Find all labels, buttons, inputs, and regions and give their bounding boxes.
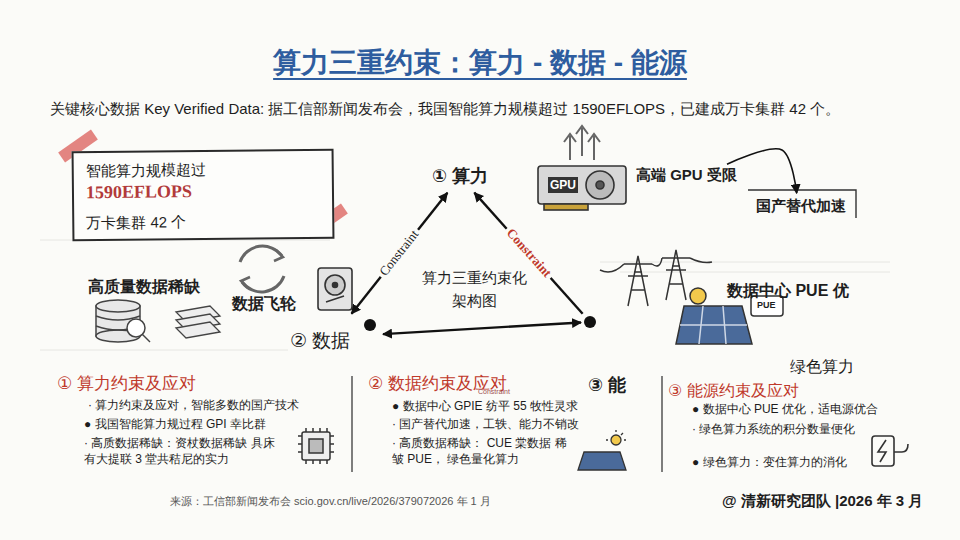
node-text: 高端 GPU 受限: [636, 165, 737, 185]
vertex-data: ② 数据: [286, 316, 380, 358]
paper-lines: [40, 240, 890, 350]
bullet-text: · 高质数据稀缺：资杖数据稀缺 具床有大提联 3 堂共秸尼的实力: [84, 435, 280, 467]
database-icon: [96, 300, 150, 342]
small-note: Constraint: [478, 387, 510, 396]
column-divider: [351, 376, 353, 472]
bullet-text: ● 数据中心 PUE 优化，适电源优合: [692, 401, 907, 417]
up-arrows: [564, 126, 600, 160]
constraint-note: 高端 GPU 受限: [634, 165, 739, 185]
bullet-text: · 算力约束及应对，智能多数的国产技术: [88, 397, 346, 413]
solar-icon: [578, 430, 626, 470]
credit-note: @ 清新研究团队 |2026 年 3 月: [722, 484, 927, 517]
chip-icon: [298, 428, 334, 464]
power-tower: [600, 250, 712, 306]
pue-label: 数据中心 PUE 优: [727, 280, 849, 302]
vertex-energy: ③ 能: [584, 316, 596, 328]
node-text: 国产替代加速: [756, 196, 846, 216]
bullet-text: ● 绿色算力：变住算力的消化: [692, 454, 867, 470]
data-scarcity-label: 高质量数据稀缺: [88, 276, 200, 298]
gpu-card: [538, 166, 626, 210]
column-divider: [661, 376, 663, 472]
key-data-note: 关键核心数据 Key Verified Data: 据工信部新闻发布会，我国智能…: [50, 99, 920, 119]
node-text: ② 数据: [288, 329, 352, 354]
vertex-dot: [364, 319, 376, 331]
node-text: ③ 能: [586, 374, 628, 397]
paper-stack: [176, 306, 220, 338]
bullet-text: · 高质数据稀缺： CUE 棠数据 稀皱 PUE， 绿色量化算力: [392, 435, 570, 467]
bracket-frame: [748, 190, 856, 218]
connector: [352, 193, 448, 314]
flywheel-label: 数据飞轮: [232, 293, 296, 315]
bullet-text: · 国产替代加速，工轶、能力不销改: [392, 416, 582, 432]
bullet-text: ● 数据中心 GPIE 纺平 55 牧性灵求: [392, 398, 582, 414]
flywheel-arrows: [240, 246, 284, 292]
center-caption: 算力三重约束化 架构图: [418, 266, 530, 313]
bullet-text: ● 我国智能算力规过程 GPI 幸比群: [84, 416, 346, 432]
stat-box: 智能算力规模超过1590EFLOPS 万卡集群 42 个: [72, 149, 335, 241]
source-note: 来源：工信部新闻发布会 scio.gov.cn/live/2026/379072…: [170, 494, 510, 509]
column-heading: ③ 能源约束及应对: [668, 380, 799, 402]
node-text: 1590EFLOPS: [86, 179, 320, 205]
bullet-text: · 绿色算力系统的积分数量便化: [692, 421, 907, 437]
plug-icon: [872, 436, 908, 466]
icon-text: PUE: [755, 299, 778, 311]
response-note: 国产替代加速: [754, 196, 848, 216]
node-text: 万卡集群 42 个: [86, 208, 320, 234]
edge-label: Constraint: [374, 225, 424, 282]
connector: [727, 149, 797, 193]
column-heading: ① 算力约束及应对: [57, 373, 196, 396]
node-text: 智能算力规模超过: [86, 159, 320, 182]
node-text: ① 算力: [432, 165, 488, 188]
hard-disk-icon: [318, 268, 352, 310]
title: 算力三重约束：算力 - 数据 - 能源: [0, 44, 960, 82]
vertex-compute: ① 算力: [428, 163, 492, 190]
connector: [383, 323, 581, 335]
icon-text: GPU: [548, 177, 578, 193]
green-compute-label: 绿色算力: [790, 356, 854, 378]
